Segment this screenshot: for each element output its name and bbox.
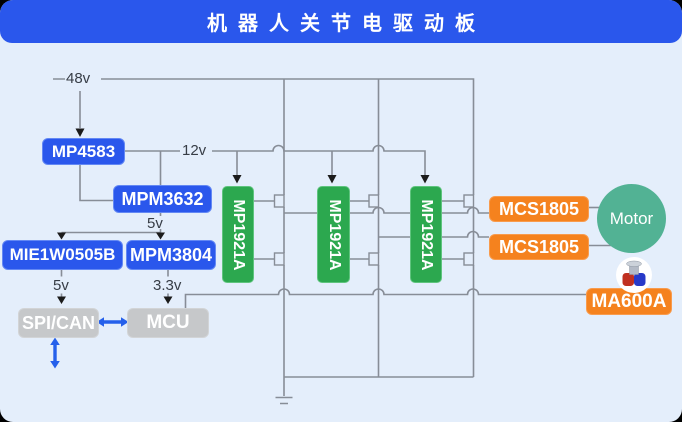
mosfet-2-high [368,194,380,208]
gate-driver-2-label: MP1921A [325,198,343,271]
label-12v: 12v [182,142,207,159]
title-bar: 机器人关节电驱动板 [0,0,682,43]
wire-5v-split [61,211,162,234]
mosfet-3-low [463,252,475,266]
ground-symbol [275,377,293,405]
wire-48v-bus [101,78,475,195]
mosfet-2-low [368,252,380,266]
label-48v: 48v [66,70,91,87]
gate-driver-3-label: MP1921A [418,198,435,271]
block-spi-can: SPI/CAN [18,308,99,338]
wire-gates-drv1 [252,200,275,260]
motor-label: Motor [609,208,654,228]
wire-encoder-mcu [184,288,586,308]
motor-circle: Motor [597,184,666,253]
label-5v-low: 5v [53,277,69,294]
block-mpm3632: MPM3632 [113,185,212,213]
wire-gates-drv2 [348,200,369,260]
wire-phase-b [378,230,489,238]
block-gate-driver-3: MP1921A [410,186,442,283]
mosfet-1-low [273,252,285,266]
block-mpm3804: MPM3804 [126,240,216,270]
block-mp4583: MP4583 [42,138,125,165]
mosfet-1-high [273,194,285,208]
block-mie1w0505b: MIE1W0505B [2,240,123,270]
label-5v-mid: 5v [147,215,163,232]
wire-gates-drv3 [440,200,464,260]
comm-arrows [50,317,129,369]
block-current-sensor-2: MCS1805 [489,234,589,260]
block-gate-driver-2: MP1921A [317,186,350,283]
block-gate-driver-1: MP1921A [222,186,254,283]
block-mcu: MCU [127,308,209,338]
label-3v3: 3.3v [153,277,182,294]
mosfet-3-high [463,194,475,208]
page-title: 机器人关节电驱动板 [207,13,486,35]
magnet-icon [616,257,652,293]
wire-phase-a [284,206,489,214]
gate-driver-1-label: MP1921A [230,198,247,271]
wire-12v-bus [123,144,426,175]
flow-arrowheads [57,128,430,304]
block-current-sensor-1: MCS1805 [489,196,589,222]
wire-mp4583-mpm3632 [79,163,113,202]
